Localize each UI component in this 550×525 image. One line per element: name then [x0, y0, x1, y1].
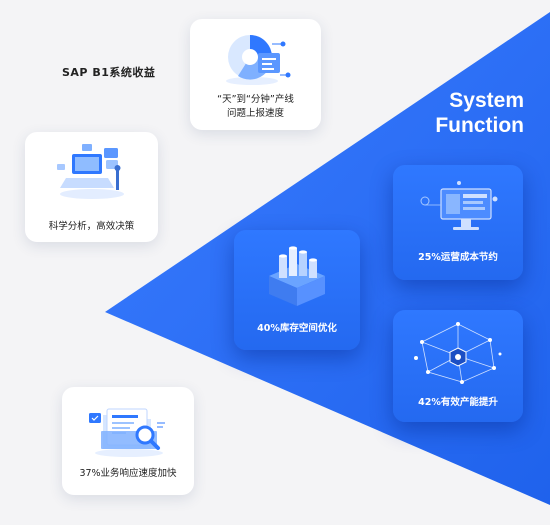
- card-capacity: 42%有效产能提升: [393, 310, 523, 422]
- card-analysis-label: 科学分析，高效决策: [48, 221, 135, 232]
- card-reporting-speed: “天”到“分钟”产线 问题上报速度: [190, 19, 321, 130]
- card-reporting-speed-label: “天”到“分钟”产线 问题上报速度: [217, 93, 294, 121]
- card-analysis: 科学分析，高效决策: [25, 132, 158, 242]
- monitor-dashboard-icon: [420, 181, 498, 230]
- card-response: 37%业务响应速度加快: [62, 387, 194, 495]
- card-cost-saving-label: 25%运营成本节约: [418, 252, 498, 263]
- laptop-analytics-icon: [56, 144, 124, 199]
- card-inventory: 40%库存空间优化: [234, 230, 360, 350]
- card-inventory-label: 40%库存空间优化: [257, 323, 337, 334]
- card-response-label: 37%业务响应速度加快: [79, 468, 177, 479]
- file-search-folder-icon: [89, 408, 165, 457]
- label-line-1: “天”到“分钟”产线: [217, 94, 294, 105]
- system-function-heading: System Function: [435, 88, 524, 138]
- card-capacity-label: 42%有效产能提升: [418, 397, 498, 408]
- system-word: System: [449, 89, 524, 112]
- card-cost-saving: 25%运营成本节约: [393, 165, 523, 280]
- function-word: Function: [435, 114, 524, 137]
- page-title: SAP B1系统收益: [62, 66, 156, 79]
- pie-chart-document-icon: [225, 35, 290, 85]
- isometric-bars-box-icon: [269, 246, 325, 306]
- network-polyhedron-icon: [414, 322, 502, 384]
- label-line-2: 问题上报速度: [226, 108, 284, 119]
